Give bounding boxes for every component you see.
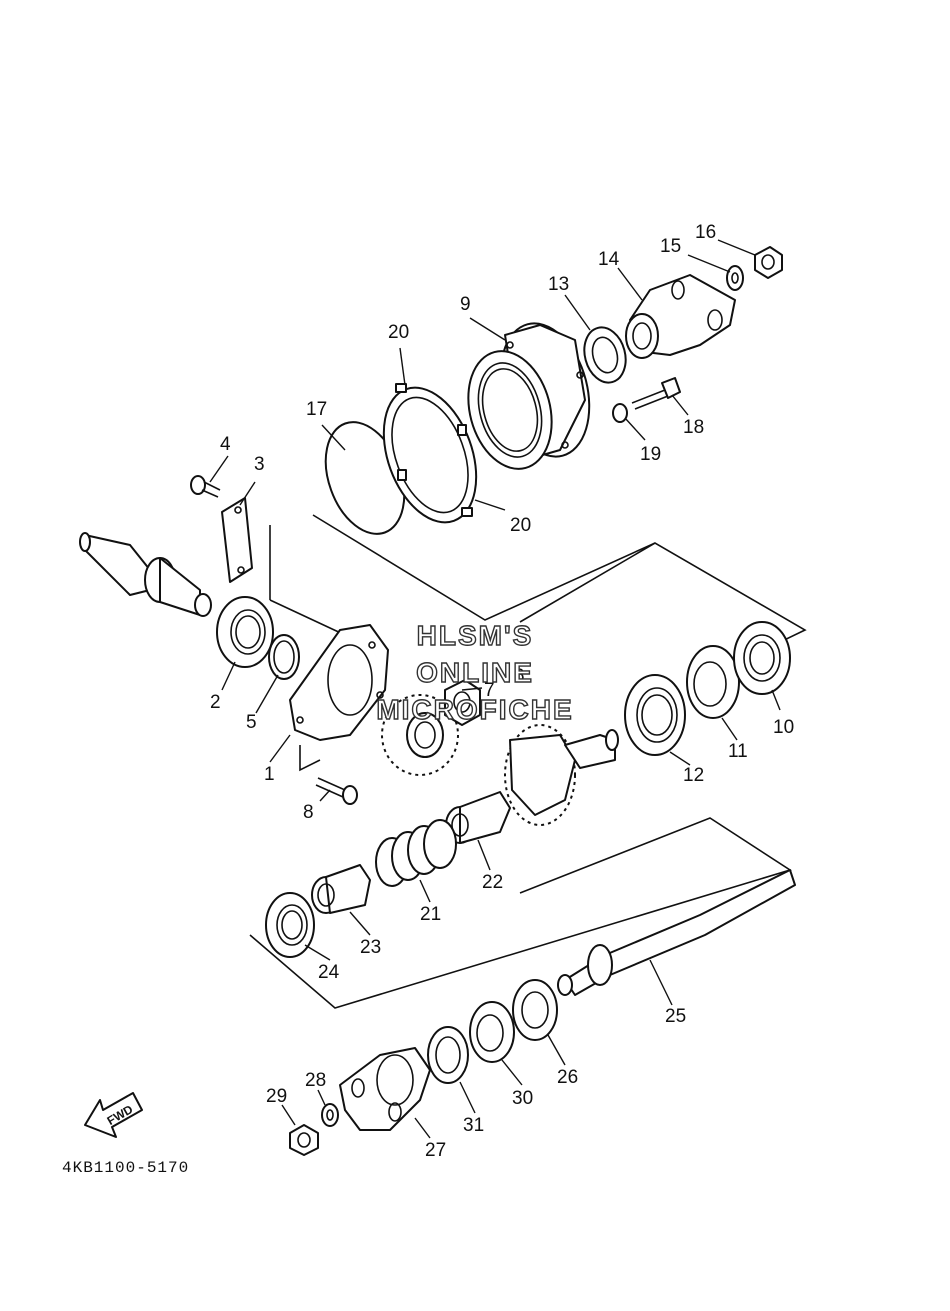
part-label-2: 2 (210, 692, 221, 713)
yoke-14 (625, 274, 736, 359)
watermark-line-2: ONLINE (416, 657, 534, 688)
bearing-12 (624, 674, 686, 756)
part-labels: 1 2 3 4 5 6 7 8 9 10 11 12 13 14 15 16 1… (210, 222, 794, 1161)
fwd-arrow-icon: FWD (84, 1092, 143, 1138)
ring-nut-11 (686, 645, 740, 719)
oil-seal-13 (583, 326, 627, 384)
nut-7 (444, 679, 481, 726)
part-label-21: 21 (420, 904, 441, 925)
plate-3 (221, 497, 253, 583)
part-label-12: 12 (683, 765, 704, 786)
shim-20 (382, 383, 478, 524)
nut-29 (289, 1124, 319, 1156)
part-label-14: 14 (598, 249, 620, 270)
drive-pinion-shaft (79, 532, 212, 617)
part-label-11: 11 (728, 741, 748, 762)
bearing-24 (265, 892, 315, 958)
part-label-7: 7 (484, 680, 495, 701)
washer-15 (726, 265, 744, 291)
part-label-19: 19 (640, 444, 661, 465)
part-label-30: 30 (512, 1088, 533, 1109)
part-label-10: 10 (773, 717, 794, 738)
watermark: HLSM'S ONLINE MICROFICHE (376, 619, 573, 725)
bearing-2 (216, 596, 274, 668)
part-label-23: 23 (360, 937, 381, 958)
part-label-28: 28 (305, 1070, 326, 1091)
yoke-27 (339, 1047, 431, 1131)
part-label-29: 29 (266, 1086, 287, 1107)
collar-23 (311, 864, 371, 914)
ring-gear-6 (381, 694, 459, 776)
bolt-18 (631, 377, 681, 410)
bearing-retainer-1 (289, 624, 389, 741)
part-label-3: 3 (254, 454, 265, 475)
part-label-6: 6 (514, 666, 525, 687)
ring-nut-30 (469, 1001, 515, 1063)
part-label-24: 24 (318, 962, 340, 983)
watermark-line-3: MICROFICHE (376, 694, 573, 725)
shaft-25 (557, 869, 796, 996)
part-label-9: 9 (460, 294, 471, 315)
oil-seal-31 (427, 1026, 469, 1084)
washer-28 (321, 1103, 339, 1127)
part-label-17: 17 (306, 399, 327, 420)
bearing-26 (512, 979, 558, 1041)
bolt-8 (315, 777, 358, 805)
watermark-line-1: HLSM'S (417, 620, 534, 651)
part-label-26: 26 (557, 1067, 578, 1088)
bearing-10 (733, 621, 791, 695)
part-label-27: 27 (425, 1140, 446, 1161)
part-label-15: 15 (660, 236, 681, 257)
washer-19 (612, 403, 628, 423)
part-label-20-top: 20 (388, 322, 409, 343)
part-label-16: 16 (695, 222, 716, 243)
part-label-20-bottom: 20 (510, 515, 531, 536)
part-label-5: 5 (246, 712, 257, 733)
part-label-31: 31 (463, 1115, 484, 1136)
part-label-13: 13 (548, 274, 569, 295)
nut-16 (754, 246, 783, 279)
part-label-25: 25 (665, 1006, 686, 1027)
bearing-housing-9 (467, 322, 591, 470)
part-label-18: 18 (683, 417, 704, 438)
diagram-code: 4KB1100-5170 (62, 1159, 189, 1177)
leader-lines (209, 239, 781, 1139)
spring-21 (375, 819, 457, 887)
bolt-4 (190, 475, 221, 498)
part-label-4: 4 (220, 434, 231, 455)
part-label-1: 1 (264, 764, 275, 785)
bevel-gear (504, 724, 619, 826)
part-label-22: 22 (482, 872, 503, 893)
o-ring-5 (268, 634, 300, 680)
part-label-8: 8 (303, 802, 314, 823)
